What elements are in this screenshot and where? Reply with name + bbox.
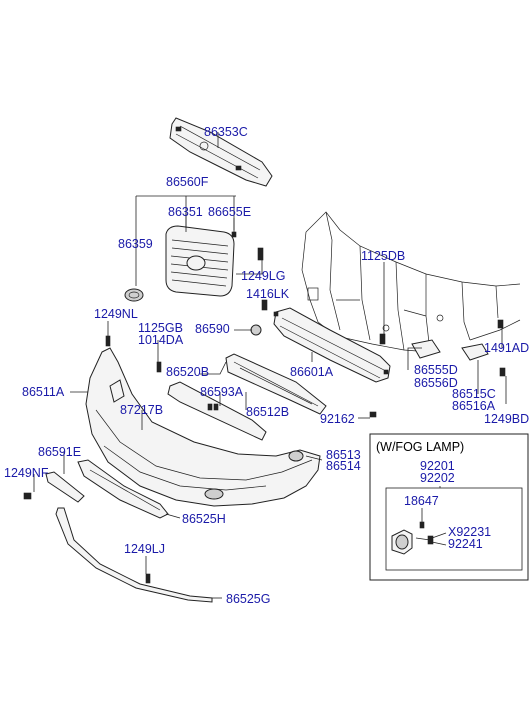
label-1491AD: 1491AD — [484, 341, 529, 355]
label-86590: 86590 — [195, 322, 230, 336]
label-18647: 18647 — [404, 494, 439, 508]
label-86601A: 86601A — [290, 365, 334, 379]
lower-strip-part — [77, 459, 169, 519]
label-86512B: 86512B — [246, 405, 289, 419]
label-86516A: 86516A — [452, 399, 496, 413]
label-86560F: 86560F — [166, 175, 209, 189]
label-1125GB: 1125GB — [138, 321, 183, 335]
label-86525H: 86525H — [182, 512, 226, 526]
label-86514: 86514 — [326, 459, 361, 473]
label-1014DA: 1014DA — [138, 333, 184, 347]
label-86655E: 86655E — [208, 205, 251, 219]
label-86520B: 86520B — [166, 365, 209, 379]
bumper-beam-part — [273, 307, 391, 383]
fog-lamp-part — [391, 521, 434, 555]
label-1249NF: 1249NF — [4, 466, 49, 480]
fog-lamp-inset: (W/FOG LAMP) 92201 92202 18647 X92231 92… — [369, 433, 529, 581]
bumper-bracket-part — [109, 379, 125, 403]
fog-lamp-box-title: (W/FOG LAMP) — [376, 440, 464, 454]
cowl-cover-part — [169, 117, 273, 187]
label-92241: 92241 — [448, 537, 483, 551]
side-bracket-part — [411, 319, 506, 377]
label-86591E: 86591E — [38, 445, 81, 459]
label-86556D: 86556D — [414, 376, 458, 390]
bumper-cover-part — [85, 347, 321, 507]
label-1416LK: 1416LK — [246, 287, 290, 301]
label-92202: 92202 — [420, 471, 455, 485]
radiator-grille-part — [165, 225, 237, 297]
label-86525G: 86525G — [226, 592, 270, 606]
leader-lines — [33, 132, 507, 599]
label-86513: 86513 — [326, 448, 361, 462]
label-86351: 86351 — [168, 205, 203, 219]
label-86511A: 86511A — [22, 385, 65, 399]
part-number-labels: 86353C 86560F 86351 86655E 86359 1249LG … — [4, 125, 529, 606]
label-86555D: 86555D — [414, 363, 458, 377]
label-1249NL: 1249NL — [94, 307, 138, 321]
label-1249BD: 1249BD — [484, 412, 529, 426]
label-86515C: 86515C — [452, 387, 496, 401]
label-86359: 86359 — [118, 237, 153, 251]
molding-part — [45, 471, 85, 503]
emblem-part — [124, 288, 144, 302]
label-87217B: 87217B — [120, 403, 163, 417]
label-86353C: 86353C — [204, 125, 248, 139]
label-1249LG: 1249LG — [241, 269, 285, 283]
label-1249LJ: 1249LJ — [124, 542, 165, 556]
label-X92231: X92231 — [448, 525, 491, 539]
lower-spoiler-part — [55, 507, 213, 603]
label-92162: 92162 — [320, 412, 355, 426]
label-1125DB: 1125DB — [361, 249, 405, 263]
front-body-frame — [301, 211, 521, 353]
label-86593A: 86593A — [200, 385, 244, 399]
label-92201: 92201 — [420, 459, 455, 473]
bumper-rail-part — [167, 381, 267, 441]
lower-grille-part — [225, 353, 327, 415]
